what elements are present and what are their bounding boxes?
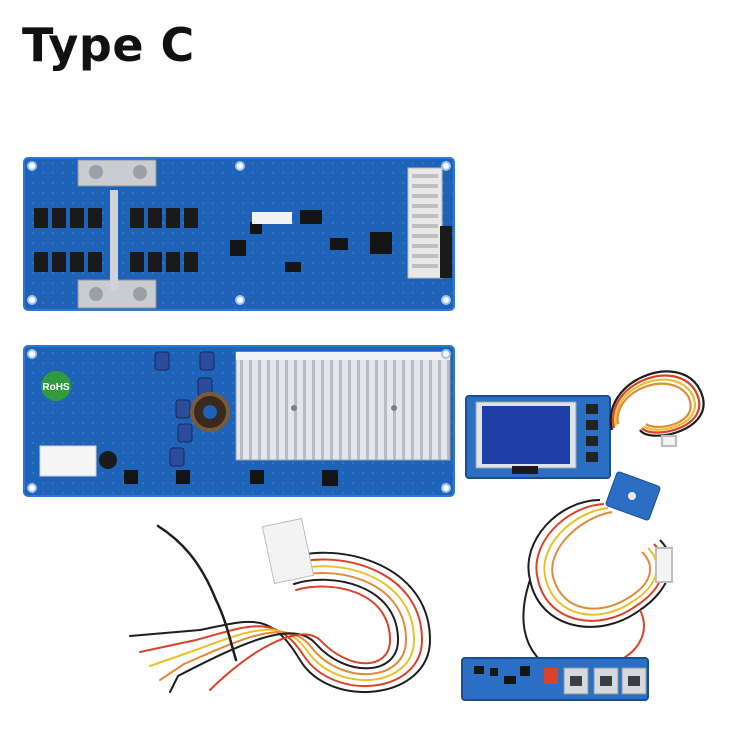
page-title: Type C (22, 18, 195, 72)
communication-cable (522, 499, 673, 661)
power-board-with-heatsink: RoHS (23, 345, 455, 497)
rj45-adapter-board (461, 657, 649, 701)
balance-wire-harness (129, 517, 432, 693)
rohs-badge (41, 371, 71, 401)
rohs-label: RoHS (42, 382, 70, 393)
bms-main-board (23, 157, 455, 311)
sensor-board (605, 471, 661, 521)
lcd-display-module (465, 395, 611, 479)
lcd-cable (609, 370, 705, 448)
